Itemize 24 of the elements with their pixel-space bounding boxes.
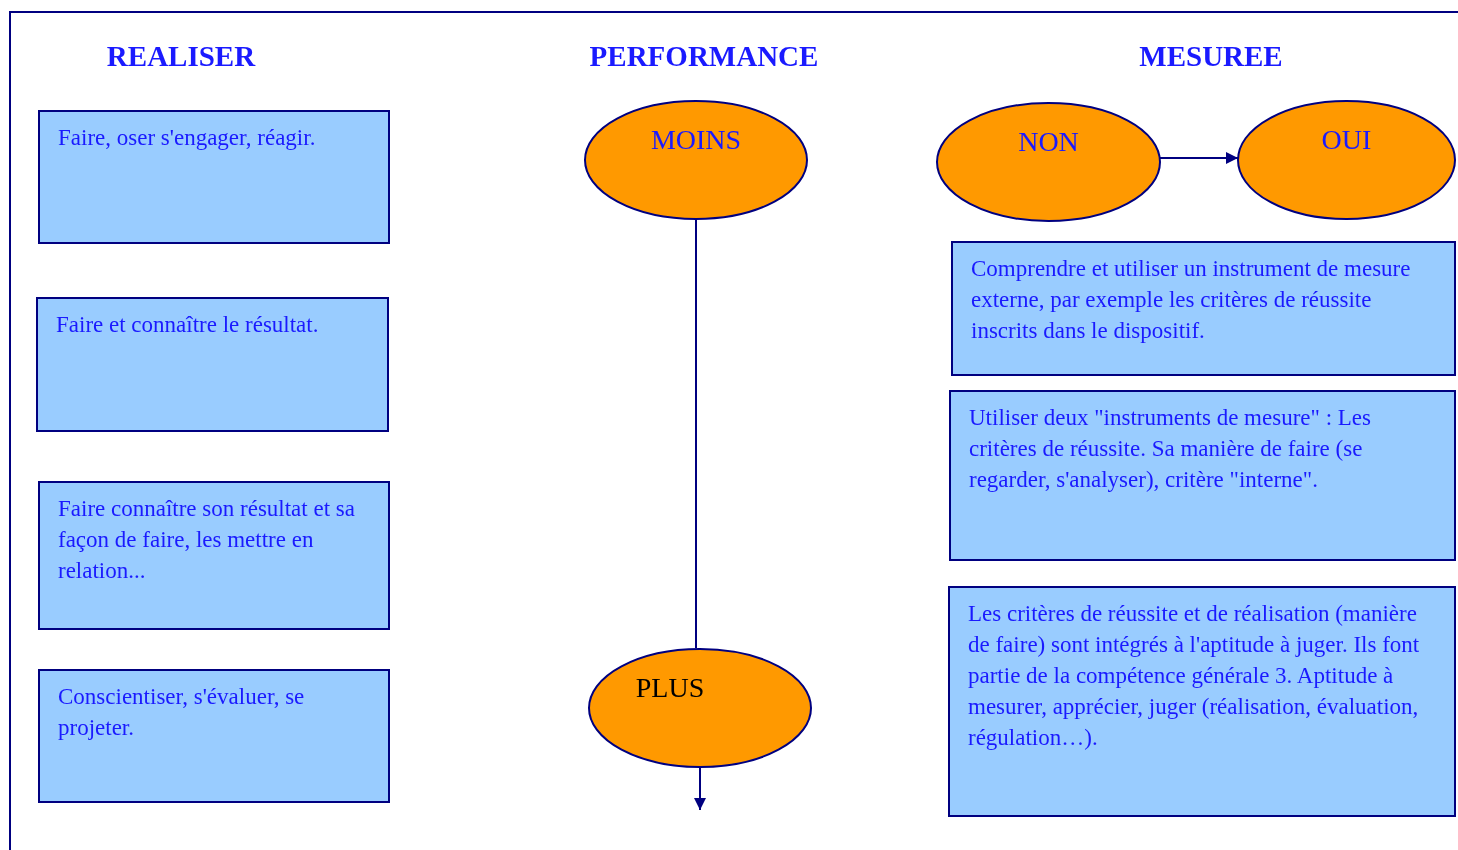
column-heading: PERFORMANCE [589,40,819,73]
node-text: PLUS [634,672,706,703]
text-box [948,586,1456,817]
node-text: Comprendre et utiliser un instrument de mesure externe, par exemple les critères de réussite inscrits dans le dispositif. [971,255,1412,345]
connector-line [695,219,697,649]
node-text: Utiliser deux "instruments de mesure" : Les critères de réussite. Sa manière de faire (se regarder, s'analyser), critère "interne". [969,404,1373,494]
text-box [38,110,390,244]
node-text: OUI [1320,124,1373,155]
text-box [38,669,390,803]
text-box [949,390,1456,561]
node-text: NON [1017,126,1080,157]
node-text: Conscientiser, s'évaluer, se projeter. [58,683,306,742]
arrow [1159,152,1239,164]
node-text: Faire et connaître le résultat. [56,311,320,339]
text-box [951,241,1456,376]
column-heading: MESUREE [1139,40,1283,73]
text-box [36,297,389,432]
node-text: Les critères de réussite et de réalisation (manière de faire) sont intégrés à l'aptitude à juger. Ils font partie de la compétence générale 3. Aptitude à mesurer, apprécier, juger (réalisation, évaluation, régulation…). [968,600,1421,752]
text-box [38,481,390,630]
node-text: MOINS [649,124,743,155]
column-heading: REALISER [106,40,256,73]
arrow [694,767,706,811]
node-text: Faire, oser s'engager, réagir. [58,124,317,152]
node-text: Faire connaître son résultat et sa façon de faire, les mettre en relation... [58,495,356,585]
